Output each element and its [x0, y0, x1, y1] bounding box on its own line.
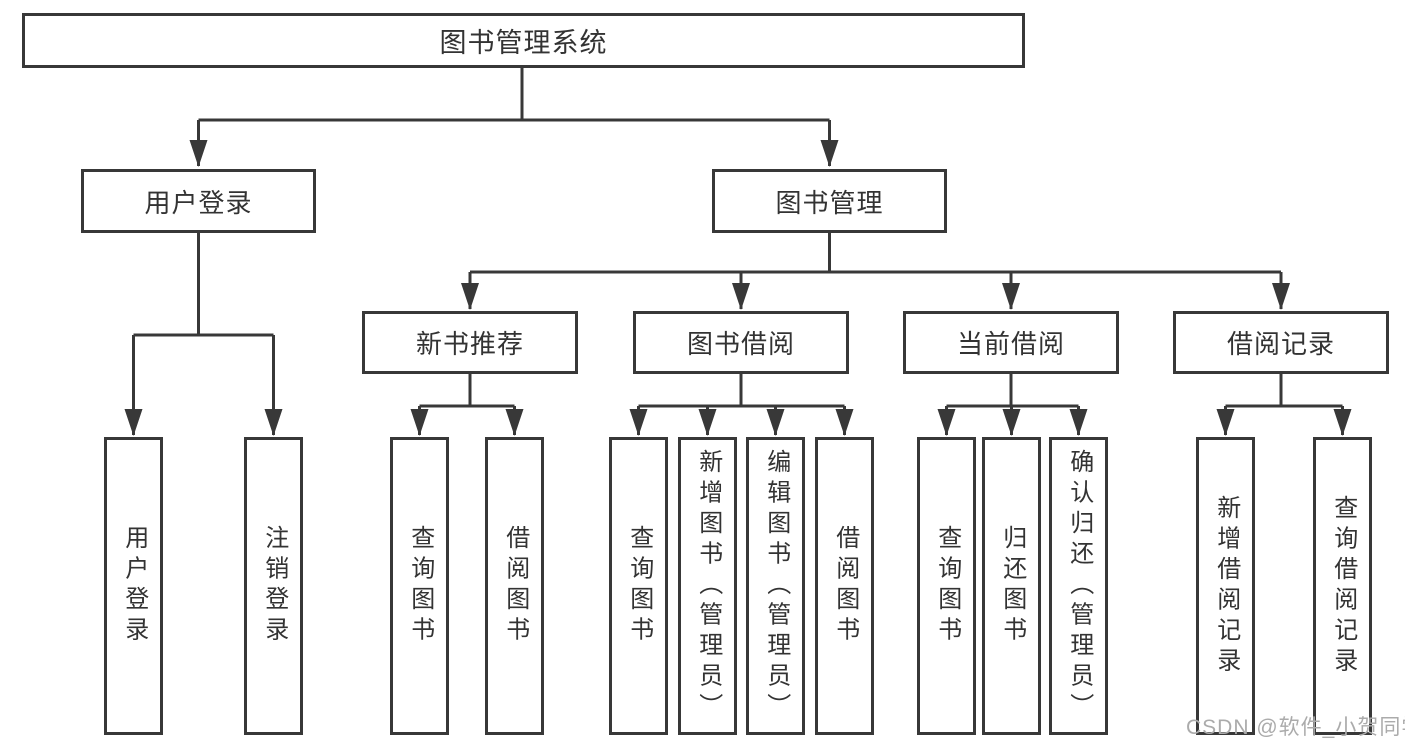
node-label: 查询图书 [625, 525, 653, 647]
connector-borrowing-records-branch [1216, 374, 1352, 436]
leaf-rec-add-borrow-record: 新增借阅记录 [1196, 437, 1255, 735]
node-label: 当前借阅 [956, 329, 1065, 359]
node-label: 借阅记录 [1226, 329, 1335, 359]
leaf-cb-confirm-return-admin: 确认归还（管理员） [1049, 437, 1108, 735]
leaf-nbr-borrow-books: 借阅图书 [485, 437, 544, 735]
node-label: 编辑图书（管理员） [762, 448, 790, 724]
node-label: 查询图书 [406, 525, 434, 647]
leaf-logout: 注销登录 [244, 437, 303, 735]
connector-new-book-recommend-branch [410, 374, 524, 436]
node-current-borrowing: 当前借阅 [903, 311, 1119, 374]
leaf-rec-query-borrow-record: 查询借阅记录 [1313, 437, 1372, 735]
node-root: 图书管理系统 [22, 13, 1025, 68]
node-label: 归还图书 [998, 525, 1026, 647]
node-label: 用户登录 [144, 187, 253, 218]
leaf-cb-query-books: 查询图书 [917, 437, 976, 735]
connector-user-login-branch [124, 233, 283, 436]
node-label: 确认归还（管理员） [1065, 448, 1093, 724]
leaf-bb-add-books-admin: 新增图书（管理员） [678, 437, 737, 735]
node-label: 图书管理系统 [439, 28, 608, 58]
leaf-nbr-query-books: 查询图书 [390, 437, 449, 735]
csdn-watermark: CSDN @软件_小贺同学 [1186, 716, 1405, 739]
node-label: 图书管理 [775, 187, 884, 218]
node-book-management: 图书管理 [712, 169, 947, 233]
node-user-login: 用户登录 [81, 169, 316, 233]
node-label: 查询图书 [933, 525, 961, 647]
leaf-bb-edit-books-admin: 编辑图书（管理员） [746, 437, 805, 735]
node-book-borrowing: 图书借阅 [633, 311, 849, 374]
leaf-bb-query-books: 查询图书 [609, 437, 668, 735]
connector-book-management-branch [461, 233, 1290, 310]
node-label: 借阅图书 [831, 525, 859, 647]
node-label: 图书借阅 [686, 329, 795, 359]
node-borrowing-records: 借阅记录 [1173, 311, 1389, 374]
node-label: 用户登录 [120, 525, 148, 647]
node-label: 新书推荐 [415, 329, 524, 359]
leaf-cb-return-books: 归还图书 [982, 437, 1041, 735]
node-label: 查询借阅记录 [1329, 494, 1357, 678]
node-label: 新增图书（管理员） [694, 448, 722, 724]
leaf-bb-borrow-books: 借阅图书 [815, 437, 874, 735]
connector-root-to-level1 [189, 68, 839, 167]
leaf-user-login: 用户登录 [104, 437, 163, 735]
node-label: 借阅图书 [501, 525, 529, 647]
node-label: 新增借阅记录 [1212, 494, 1240, 678]
connector-book-borrowing-branch [629, 374, 854, 436]
node-label: 注销登录 [260, 525, 288, 647]
node-new-book-recommend: 新书推荐 [362, 311, 578, 374]
connector-current-borrowing-branch [937, 374, 1088, 436]
